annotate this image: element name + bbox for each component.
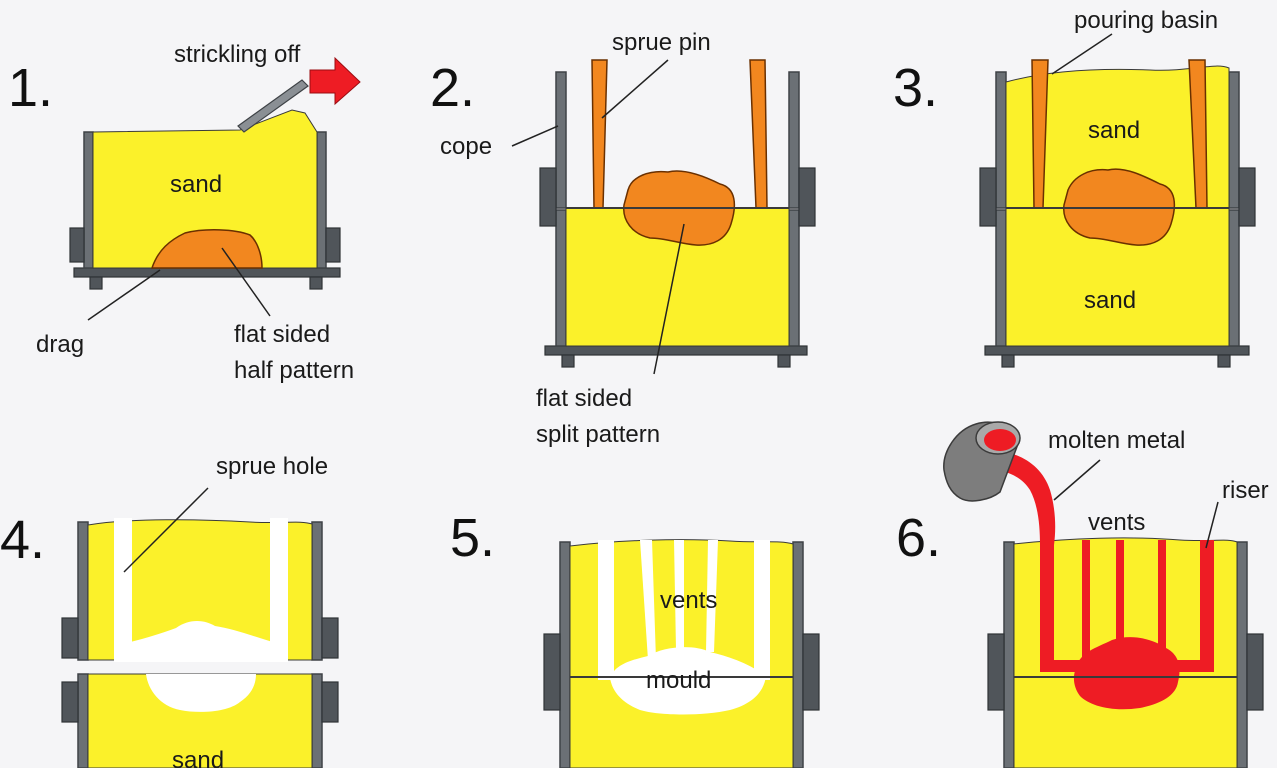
sprue-metal <box>1040 540 1054 670</box>
cope-right-wall <box>1228 71 1240 209</box>
vents-label: vents <box>660 587 717 614</box>
pattern-label-line2: half pattern <box>234 357 354 384</box>
drag-left-wall <box>995 209 1007 347</box>
sand-label: sand <box>170 171 222 198</box>
pouring-basin-label: pouring basin <box>1074 7 1218 34</box>
vent-1 <box>640 540 656 660</box>
drag-right-handle <box>321 681 339 723</box>
step-2-number: 2. <box>430 58 475 118</box>
drag-left-wall <box>83 131 94 269</box>
step-5-number: 5. <box>450 508 495 568</box>
left-flask-pin <box>987 633 1005 711</box>
drag-label: drag <box>36 331 84 358</box>
sprue-channel-left <box>598 540 614 680</box>
sprue-pin-right <box>749 59 768 209</box>
half-pattern <box>150 229 263 269</box>
strickle-bar <box>237 79 309 133</box>
ladle-icon <box>943 421 1021 502</box>
drag-sand <box>565 207 790 347</box>
drag-sand <box>1005 207 1230 347</box>
sand-label: sand <box>172 747 224 768</box>
pattern-label-line1: flat sided <box>234 321 330 348</box>
split-pattern-label-line2: split pattern <box>536 421 660 448</box>
step-4: 4. sprue hole sand <box>0 453 339 768</box>
molten-metal-label: molten metal <box>1048 427 1185 454</box>
cope-right-wall <box>311 521 323 661</box>
flask-right-wall <box>1236 541 1248 768</box>
right-flask-pin <box>798 167 816 227</box>
right-flask-pin <box>1238 167 1256 227</box>
step-3: 3. pouring basin sand sand <box>893 7 1256 368</box>
step-1: 1. strickling off sand drag flat sided h… <box>8 41 361 384</box>
flask-left-wall <box>1003 541 1015 768</box>
drag-sand <box>92 109 318 269</box>
flask-left-wall <box>559 541 571 768</box>
sprue-pin-left <box>591 59 608 209</box>
drag-left-wall <box>555 209 567 347</box>
bottom-board <box>544 345 808 356</box>
sprue-pin-label: sprue pin <box>612 29 711 56</box>
cope-left-wall <box>995 71 1007 209</box>
cope-left-wall <box>77 521 89 661</box>
drag-cavity <box>146 674 256 712</box>
left-flask-pin <box>543 633 561 711</box>
left-flask-pin <box>539 167 557 227</box>
step-5: 5. vents mould <box>450 508 820 768</box>
drag-left-wall <box>77 673 89 768</box>
drag-right-wall <box>1228 209 1240 347</box>
bottom-board <box>73 267 341 278</box>
casting-metal <box>1073 637 1180 710</box>
sprue-channel-right <box>754 540 770 680</box>
vent-3 <box>706 540 718 652</box>
step-3-number: 3. <box>893 58 938 118</box>
step-2: 2. sprue pin cope flat sided split patte… <box>430 29 816 448</box>
cope-right-wall <box>788 71 800 209</box>
right-flask-pin <box>1246 633 1264 711</box>
strickling-off-label: strickling off <box>174 41 301 68</box>
drag-right-wall <box>788 209 800 347</box>
flask-right-wall <box>792 541 804 768</box>
cope-cavity <box>114 621 288 662</box>
drag-left-handle <box>61 681 79 723</box>
sprue-hole-label: sprue hole <box>216 453 328 480</box>
cope-right-handle <box>321 617 339 659</box>
bottom-board <box>984 345 1250 356</box>
riser-label: riser <box>1222 477 1269 504</box>
riser-metal <box>1200 540 1214 670</box>
vent-2 <box>674 540 684 650</box>
right-flask-pin <box>802 633 820 711</box>
drag-right-wall <box>311 673 323 768</box>
sprue-hole-left <box>114 518 132 662</box>
drag-right-wall <box>316 131 327 269</box>
mould-cavity <box>610 647 766 715</box>
drag-right-handle <box>325 227 341 263</box>
step-6-number: 6. <box>896 508 941 568</box>
split-pattern-label-line1: flat sided <box>536 385 632 412</box>
mould-label: mould <box>646 667 711 694</box>
vent-metal-2 <box>1116 540 1124 650</box>
vents-label: vents <box>1088 509 1145 536</box>
sand-bottom-label: sand <box>1084 287 1136 314</box>
cope-left-wall <box>555 71 567 209</box>
step-6: 6. molten metal vents riser <box>896 421 1269 768</box>
vent-metal-3 <box>1158 540 1166 658</box>
step-4-number: 4. <box>0 510 45 570</box>
sand-top-label: sand <box>1088 117 1140 144</box>
red-arrow-right-icon <box>309 56 361 106</box>
cope-label: cope <box>440 133 492 160</box>
sprue-hole-right <box>270 518 288 662</box>
step-1-number: 1. <box>8 58 53 118</box>
cope-left-handle <box>61 617 79 659</box>
left-flask-pin <box>979 167 997 227</box>
drag-left-handle <box>69 227 85 263</box>
pouring-stream <box>980 449 1056 545</box>
vent-metal-1 <box>1082 540 1090 658</box>
